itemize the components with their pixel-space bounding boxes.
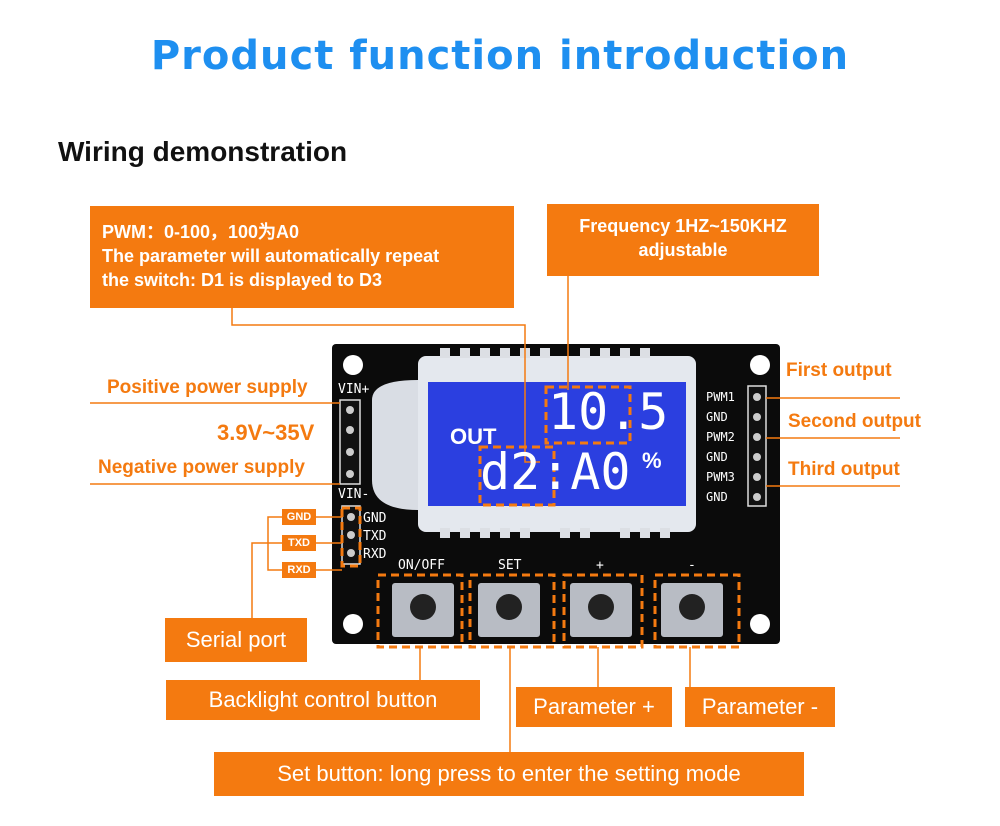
pin-label: PWM1 (706, 390, 735, 404)
serial-port-callout: Serial port (165, 618, 307, 662)
pwm-line2: The parameter will automatically repeat (102, 246, 440, 266)
button-label-plus: + (596, 558, 604, 573)
pin-label: GND (706, 490, 728, 504)
frequency-callout: Frequency 1HZ~150KHZ adjustable (547, 204, 819, 276)
button-label-set: SET (498, 558, 522, 573)
freq-line2: adjustable (638, 240, 728, 260)
section-title: Wiring demonstration (58, 136, 348, 167)
freq-line1: Frequency 1HZ~150KHZ (579, 216, 787, 236)
positive-power-label: Positive power supply (107, 377, 308, 398)
button-label-minus: - (688, 558, 696, 573)
mount-hole (750, 614, 770, 634)
backlight-callout: Backlight control button (166, 680, 480, 720)
serial-tag-rxd: RXD (282, 562, 316, 578)
lcd-top-value: 10.5 (548, 383, 669, 441)
mount-hole (750, 355, 770, 375)
lcd-bottom-value: d2:A0 (480, 443, 631, 501)
pwm-callout: PWM：0-100，100为A0 The parameter will auto… (90, 206, 514, 308)
vin-minus-label: VIN- (338, 487, 370, 502)
tact-buttons (392, 583, 723, 637)
third-output-label: Third output (788, 459, 900, 480)
pin-label: GND (363, 511, 387, 526)
param-minus-callout: Parameter - (685, 687, 835, 727)
pwm-line1: PWM：0-100，100为A0 (102, 222, 300, 242)
lcd-unit: % (642, 448, 662, 473)
mount-hole (343, 614, 363, 634)
set-button-callout: Set button: long press to enter the sett… (214, 752, 804, 796)
second-output-label: Second output (788, 411, 921, 432)
pin-label: PWM3 (706, 470, 735, 484)
pin-label: RXD (363, 547, 387, 562)
pin-label: GND (706, 450, 728, 464)
param-plus-callout: Parameter + (516, 687, 672, 727)
serial-tag-txd: TXD (282, 535, 316, 551)
button-label-onoff: ON/OFF (398, 558, 445, 573)
lcd-out-label: OUT (450, 424, 497, 449)
page-title: Product function introduction (150, 33, 850, 79)
mount-hole (343, 355, 363, 375)
vin-plus-label: VIN+ (338, 382, 370, 397)
voltage-label: 3.9V~35V (217, 420, 315, 445)
serial-tag-gnd: GND (282, 509, 316, 525)
pin-label: GND (706, 410, 728, 424)
first-output-label: First output (786, 360, 892, 381)
negative-power-label: Negative power supply (98, 457, 305, 478)
pin-label: PWM2 (706, 430, 735, 444)
pwm-line3: the switch: D1 is displayed to D3 (102, 270, 383, 290)
pin-label: TXD (363, 529, 387, 544)
